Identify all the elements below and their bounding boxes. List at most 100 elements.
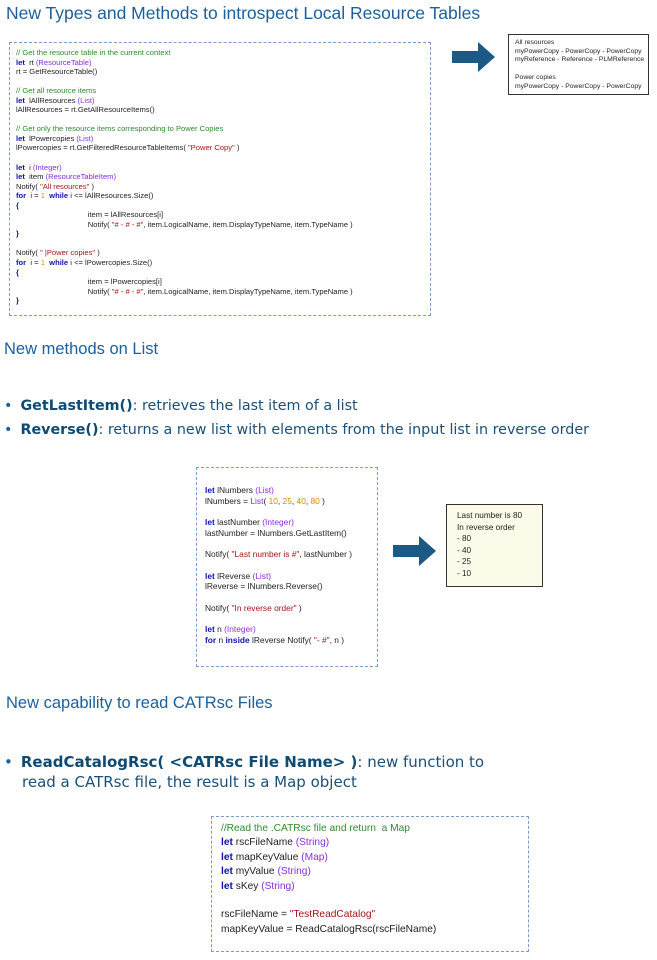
code-token: (String) [295,837,330,849]
code-token: sKey [232,880,262,892]
code-line: //Read the .CATRsc file and return a Map [221,822,436,836]
code-line: let i (Integer) [16,163,353,173]
code-line [16,77,353,87]
method-description: : retrieves the last item of a list [132,398,358,414]
code-token: , [291,495,297,506]
code-line: mapKeyValue = ReadCatalogRsc(rscFileName… [221,923,436,937]
code-token: { [16,267,19,277]
code-box-list-methods: let lNumbers (List)lNumbers = List( 10 , … [196,467,378,667]
code-token: let [205,517,215,528]
code-line: rscFileName = "TestReadCatalog" [221,908,436,922]
code-token: "In reverse order" [231,602,297,613]
code-token: // Get the resource table in the current… [16,48,171,57]
code-line: let rscFileName (String) [221,836,436,850]
code-line: let lAllResources (List) [16,96,353,106]
function-name: ReadCatalogRsc( <CATRsc File Name> ) [20,753,358,771]
output-line: Power copies [515,73,556,81]
code-token: (Integer) [262,517,294,528]
code-line: Notify( "All resources" ) [16,182,353,192]
output-line: myReference - Reference - PLMReference [515,56,645,64]
output-line: In reverse order [457,522,515,532]
code-token: rscFileName = [221,909,290,921]
code-token: , n ) [329,634,345,645]
code-token: i [24,162,33,172]
code-token: "All resources" [40,181,90,191]
code-line: let mapKeyValue (Map) [221,851,436,865]
code-token: // Get only the resource items correspon… [16,124,224,134]
code-line [205,506,352,517]
code-line [16,115,353,125]
code-line: let lNumbers (List) [205,485,352,496]
code-token: "- #" [313,634,330,645]
code-token: "TestReadCatalog" [289,909,376,921]
code-token: mapKeyValue = ReadCatalogRsc(rscFileName… [221,923,437,935]
code-token: rscFileName [232,837,296,849]
code-token: lNumbers = [205,495,251,506]
code-token: let [221,851,233,863]
code-token: 40 [296,495,306,506]
code-line [205,539,352,550]
code-token: , lastNumber ) [299,549,352,560]
code-token: (String) [261,880,295,892]
code-token: 10 [268,495,278,506]
code-token: Notify( [16,219,112,229]
code-token: Notify( [16,286,112,296]
method-name: Reverse() [20,422,99,438]
code-token: "Power Copy" [187,143,235,153]
code-token: item [24,172,46,182]
code-token: for [16,258,27,268]
code-token: (List) [255,485,274,495]
code-token: let [205,570,215,581]
code-token: for [205,634,217,645]
code-line: for n inside lReverse Notify( "- #", n ) [205,635,352,646]
code-token: while [49,191,69,201]
code-token: , item.LogicalName, item.DisplayTypeName… [143,286,353,296]
function-description-continued: read a CATRsc file, the result is a Map … [22,773,357,791]
code-token: let [205,624,215,635]
code-token: i = [26,191,41,201]
code-line: // Get only the resource items correspon… [16,124,353,134]
code-line [16,239,353,249]
code-line: item = lPowercopies[i] [16,277,353,287]
output-line: - 80 [457,534,472,544]
code-line: let n (Integer) [205,624,352,635]
code-token: "# - # - #" [111,219,144,229]
code-token: let [16,57,25,67]
bullet-catrsc: •ReadCatalogRsc( <CATRsc File Name> ): n… [4,752,484,792]
code-token: (Integer) [32,162,62,172]
code-token: Notify( [16,181,41,191]
code-token: List [250,495,264,506]
bullet-item: •Reverse(): returns a new list with elem… [4,422,589,446]
code-token: (String) [277,866,311,878]
code-token: (List) [252,570,272,581]
code-token: i <= lPowercopies.Size() [68,258,153,268]
code-token: (List) [77,95,95,105]
code-line: Notify( "In reverse order" ) [205,603,352,614]
code-line: for i = 1 while i <= lPowercopies.Size() [16,258,353,268]
code-token: let [221,880,233,892]
code-token: ) [234,143,240,153]
code-token: lReverse = lNumbers.Reverse() [205,581,323,592]
code-token: ) [319,495,325,506]
output-line: myPowerCopy - PowerCopy - PowerCopy [515,47,642,55]
code-box-read-catalog: //Read the .CATRsc file and return a Map… [211,816,529,952]
section-title-list-methods: New methods on List [4,340,159,358]
code-line: } [16,229,353,239]
code-line [16,153,353,163]
code-token: myValue [232,866,278,878]
code-line: item = lAllResources[i] [16,210,353,220]
code-token: 25 [282,495,292,506]
code-token: 80 [310,495,320,506]
code-token: ( [263,495,269,506]
code-token: rt [24,57,36,67]
output-line: - 25 [457,557,472,567]
code-token: lReverse Notify( [249,634,314,645]
code-line: { [16,268,353,278]
output-line [515,65,648,74]
code-line: // Get the resource table in the current… [16,48,353,58]
bullet-icon: • [4,753,13,771]
output-line: All resources [515,39,555,46]
code-line: for i = 1 while i <= lAllResources.Size(… [16,191,353,201]
code-token: } [16,229,19,239]
